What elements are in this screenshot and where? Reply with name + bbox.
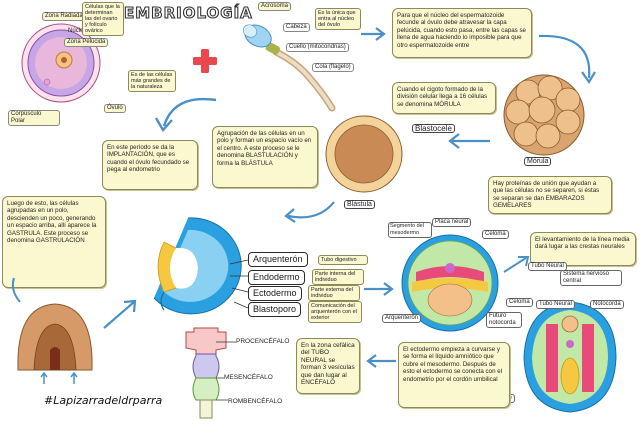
arrow-up-icon xyxy=(40,372,78,384)
notocorda-label: Notocorda xyxy=(590,300,624,309)
sistema-nervioso-label: Sistema nervioso central xyxy=(560,270,622,286)
curved-arrow-icon-2 xyxy=(284,201,335,223)
twins-note: Hay proteínas de unión que ayudan a que … xyxy=(488,176,612,214)
arquenteron-small-label: Arquenterón xyxy=(382,314,422,323)
arquenteron-tag: Arquenterón xyxy=(248,252,308,267)
blastoporo-desc: Comunicación del arquenterón con el exte… xyxy=(308,301,362,323)
morula-label: Mórula xyxy=(524,157,552,166)
nucleo-label: Núcleo xyxy=(68,28,87,34)
celoma-b-label: Celoma xyxy=(506,298,533,307)
implantation-illustration xyxy=(17,303,93,371)
cuello-label: Cuello (mitocondrias) xyxy=(286,43,349,52)
vesicle-connectors xyxy=(216,341,236,401)
curved-arrow-left-icon xyxy=(154,97,217,133)
neural-tube-note: En la zona cefálica del TUBO NEURAL se f… xyxy=(296,338,360,394)
celoma-label: Celoma xyxy=(482,230,509,239)
blastocele-label: Blastocele xyxy=(412,124,455,133)
ectodermo-desc: Parte externa del individuo xyxy=(308,285,360,301)
cola-label: Cola (flagelo) xyxy=(312,63,354,72)
zona-pelucida-label: Zona Pelúcida xyxy=(64,38,109,47)
cabeza-label: Cabeza xyxy=(283,23,310,32)
arrow-right-icon-2 xyxy=(364,282,394,296)
ovum-origin-callout: Células que la determinan las del ovario… xyxy=(82,2,124,36)
ovulo-label: Óvulo xyxy=(104,104,126,113)
blastoporo-tag: Blastoporo xyxy=(248,302,302,317)
implantation-note: En este período se da la IMPLANTACIÓN, q… xyxy=(102,140,198,190)
arrow-down-icon xyxy=(11,277,21,303)
connector-lines xyxy=(229,259,249,309)
arrow-left-icon xyxy=(448,133,490,149)
neurulation-note: El levantamiento de la línea media dará … xyxy=(530,232,636,266)
zona-radiada-label: Zona Radiada xyxy=(42,12,86,21)
neural-tube-illustration xyxy=(523,301,617,413)
mesencefalo-label: MESENCÉFALO xyxy=(224,374,273,381)
page-title: EMBRIOLOGÍA xyxy=(123,3,253,22)
plus-icon xyxy=(193,49,217,73)
corpusculo-polar-label: Corpúsculo Polar xyxy=(8,110,60,126)
ectoderm-note: El ectodermo empieza a curvarse y se for… xyxy=(398,342,510,408)
blastula-note: Agrupación de las células en un polo y f… xyxy=(212,126,318,188)
arrow-up-right-icon xyxy=(103,299,137,329)
tubo-neural-b-label: Tubo Neural xyxy=(536,300,575,309)
curved-arrow-icon xyxy=(538,34,596,85)
tubo-neural-a-label: Tubo Neural xyxy=(528,262,567,271)
blastula-illustration xyxy=(325,115,403,193)
endodermo-tag: Endodermo xyxy=(248,270,305,285)
arrow-right-icon xyxy=(361,27,386,41)
sperm-illustration xyxy=(242,24,336,112)
futuro-notocorda-label: Futuro notocorda xyxy=(486,312,522,328)
neural-plate-illustration xyxy=(401,234,499,332)
segmento-mesodermo-label: Segmento del mesodermo xyxy=(388,222,432,238)
arrow-left-icon-2 xyxy=(366,354,396,368)
arquenteron-desc: Tubo digestivo xyxy=(318,255,368,265)
author-hashtag: #Lapizarradeldrparra xyxy=(44,394,163,407)
ovum-size-callout: Es de las células más grandes de la natu… xyxy=(128,70,176,92)
morula-illustration xyxy=(503,74,585,156)
procencefalo-label: PROCENCÉFALO xyxy=(236,338,290,345)
blastula-label: Blástula xyxy=(344,200,375,209)
brain-vesicles-illustration xyxy=(185,327,227,419)
sperm-callout: Es la única que entra al núcleo del óvul… xyxy=(315,8,361,30)
ectodermo-tag: Ectodermo xyxy=(248,286,302,301)
endodermo-desc: Parte interna del individuo xyxy=(312,269,364,285)
rombencefalo-label: ROMBENCÉFALO xyxy=(228,398,283,405)
fertilization-note: Para que el núcleo del espermatozoide fe… xyxy=(392,8,532,58)
placa-neural-label: Placa neural xyxy=(432,218,472,227)
arrow-up-right-icon-2 xyxy=(503,256,530,273)
gastrula-illustration xyxy=(153,217,242,315)
gastrula-note: Luego de esto, las células agrupadas en … xyxy=(2,196,106,288)
acrosoma-label: Acrosoma xyxy=(258,2,292,11)
morula-note: Cuando el cigoto formado de la división … xyxy=(392,82,496,114)
